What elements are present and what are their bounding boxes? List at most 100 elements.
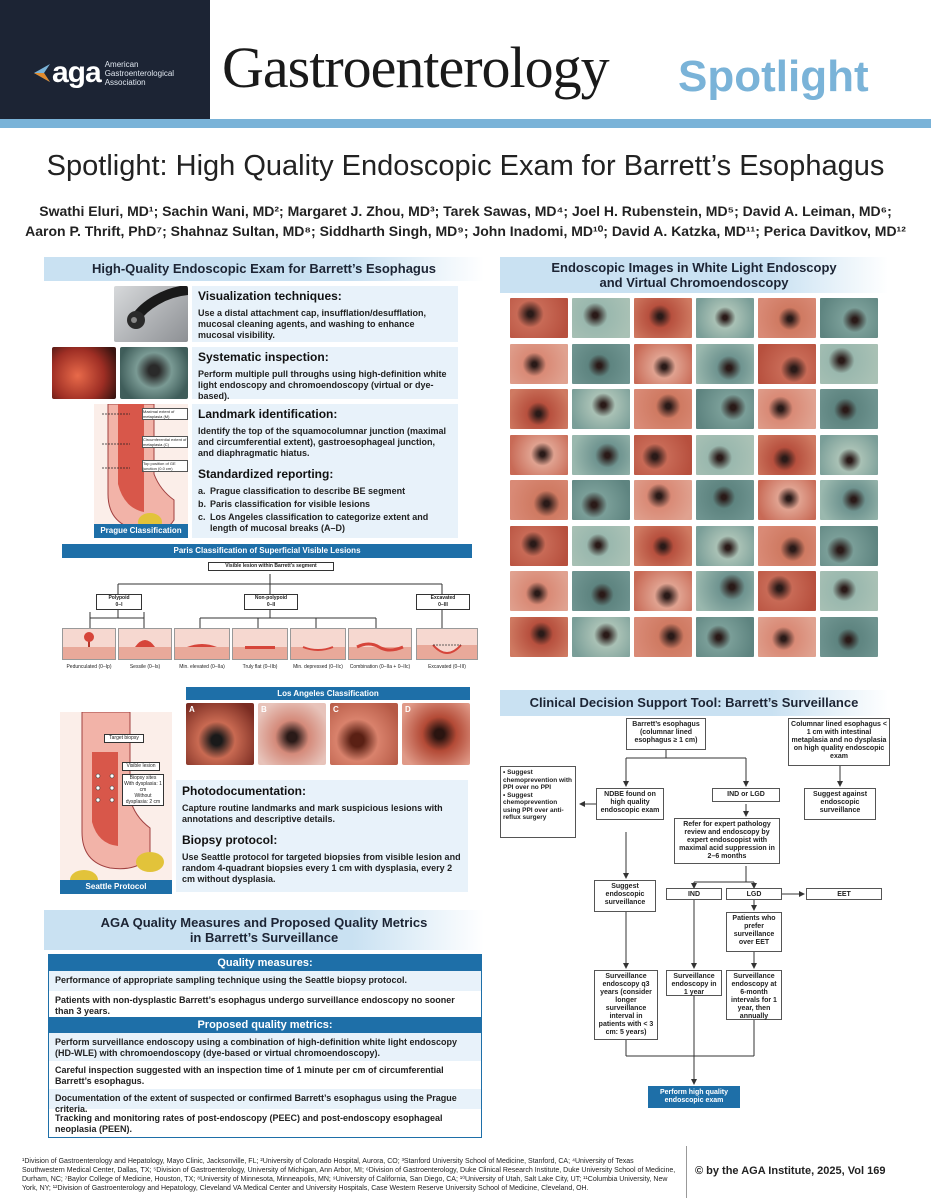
endoscopic-image: [696, 343, 754, 384]
lesion-icon: [175, 644, 229, 659]
paris-type-label: Truly flat (0–IIb): [242, 664, 278, 670]
endoscopic-image: [696, 389, 754, 429]
paris-tile-combination: [348, 628, 412, 660]
endoscopic-image: [820, 616, 878, 657]
endoscopic-image: [510, 616, 568, 657]
quality-banner: AGA Quality Measures and Proposed Qualit…: [44, 910, 484, 950]
inspection-box: Systematic inspection: Perform multiple …: [192, 347, 458, 401]
flow-refer: Refer for expert pathology review and en…: [674, 818, 780, 864]
logo-wordmark: aga: [52, 56, 102, 89]
seattle-label: Seattle Protocol: [60, 880, 172, 894]
la-title: Los Angeles Classification: [186, 687, 470, 700]
visualization-heading: Visualization techniques:: [198, 289, 342, 303]
flow-chemoprevention: • Suggest chemoprevention with PPI over …: [500, 766, 576, 838]
quality-metric-row: Careful inspection suggested with an ins…: [49, 1061, 481, 1089]
masthead-title: Gastroenterology: [222, 35, 610, 100]
affiliations: ¹Division of Gastroenterology and Hepato…: [22, 1158, 676, 1192]
endoscopic-image: [634, 343, 692, 384]
endoscopic-image: [820, 343, 878, 384]
visualization-text: Use a distal attachment cap, insufflatio…: [198, 308, 427, 340]
endoscopic-image: [634, 480, 692, 520]
quality-table: Quality measures: Performance of appropr…: [48, 954, 482, 1138]
left-section-banner: High-Quality Endoscopic Exam for Barrett…: [44, 257, 484, 281]
endoscopic-image: [820, 389, 878, 429]
paris-type-label: Excavated (0–III): [428, 664, 466, 670]
quality-metric-row: Documentation of the extent of suspected…: [49, 1089, 481, 1114]
prague-diagram: Maximal extent of metaplasia (M) Circumf…: [94, 403, 188, 538]
photodoc-text: Capture routine landmarks and mark suspi…: [182, 803, 443, 824]
endoscopic-image: [634, 389, 692, 429]
images-banner-line-1: Endoscopic Images in White Light Endosco…: [551, 260, 837, 275]
endoscopic-image: [634, 525, 692, 566]
endoscopic-image: [758, 434, 816, 475]
paris-type-label: Min. elevated (0–IIa): [179, 664, 225, 670]
endoscopic-image: [758, 480, 816, 520]
paris-tile-excavated: [416, 628, 478, 660]
visualization-box: Visualization techniques: Use a distal a…: [192, 286, 458, 342]
la-photo-a: A: [186, 703, 254, 765]
endoscopic-image: [510, 298, 568, 338]
flow-prefer: Patients who prefer surveillance over EE…: [726, 912, 782, 952]
endoscopic-image: [634, 571, 692, 611]
reporting-heading: Standardized reporting:: [198, 467, 334, 481]
masthead-accent: Spotlight: [678, 52, 869, 101]
authors-line-2: Aaron P. Thrift, PhD⁷; Shahnaz Sultan, M…: [25, 223, 906, 239]
inspection-photo-1: [52, 347, 116, 399]
endoscopic-image: [758, 571, 816, 611]
paris-title: Paris Classification of Superficial Visi…: [62, 544, 472, 558]
lesion-icon: [119, 640, 171, 659]
seattle-note-lesion: Visible lesion: [122, 762, 160, 771]
endoscopic-image: [510, 480, 568, 520]
endoscopic-image: [510, 343, 568, 384]
endoscope-icon: [127, 286, 188, 329]
inspection-photo-2: [120, 347, 188, 399]
reporting-item: b.Paris classification for visible lesio…: [198, 499, 371, 509]
reporting-item: a.Prague classification to describe BE s…: [198, 486, 406, 496]
endoscopic-image: [758, 525, 816, 566]
endoscopic-image: [758, 298, 816, 338]
paris-tile-min-depressed: [290, 628, 346, 660]
flow-be: Barrett’s esophagus (columnar lined esop…: [626, 718, 706, 750]
paris-type-label: Sessile (0–Is): [129, 664, 161, 670]
flow-lgd: LGD: [726, 888, 782, 900]
seattle-note-target: Target biopsy: [104, 734, 144, 743]
biopsy-heading: Biopsy protocol:: [182, 833, 278, 847]
images-banner: Endoscopic Images in White Light Endosco…: [500, 257, 888, 293]
lesion-icon: [349, 642, 411, 659]
paris-tile-flat: [232, 628, 288, 660]
lesion-icon: [63, 632, 115, 659]
endoscopic-image: [758, 616, 816, 657]
flowchart-arrows: [579, 748, 843, 1085]
images-banner-line-2: and Virtual Chromoendoscopy: [599, 275, 789, 290]
flow-ind: IND: [666, 888, 722, 900]
seattle-diagram: Target biopsy Visible lesion Biopsy site…: [60, 711, 172, 894]
endoscopic-image: [572, 343, 630, 384]
paris-tile-sessile: [118, 628, 172, 660]
lesion-icon: [417, 644, 477, 659]
endoscopic-image: [820, 298, 878, 338]
paris-type-label: Pedunculated (0–Ip): [66, 664, 112, 670]
endoscopic-image: [696, 480, 754, 520]
paris-type-label: Combination (0–IIa + 0–IIc): [349, 664, 411, 670]
page-title: Spotlight: High Quality Endoscopic Exam …: [46, 150, 885, 182]
quality-banner-line-1: AGA Quality Measures and Proposed Qualit…: [100, 915, 428, 930]
endoscopic-image: [634, 616, 692, 657]
landmark-heading: Landmark identification:: [198, 407, 338, 421]
reporting-item: c.Los Angeles classification to categori…: [198, 512, 429, 533]
endoscopic-image: [572, 571, 630, 611]
endoscopic-image: [572, 389, 630, 429]
landmark-text: Identify the top of the squamocolumnar j…: [198, 426, 447, 458]
copyright: © by the AGA Institute, 2025, Vol 169: [695, 1165, 886, 1177]
flow-suggest-surveillance: Suggest endoscopic surveillance: [594, 880, 656, 912]
flow-perform: Perform high quality endoscopic exam: [648, 1086, 740, 1108]
endoscope-cap-photo: [114, 286, 188, 342]
paris-root: Visible lesion within Barrett’s segment: [208, 562, 334, 571]
flow-ind-lgd: IND or LGD: [712, 788, 780, 802]
inspection-heading: Systematic inspection:: [198, 350, 329, 364]
endoscopic-image: [696, 616, 754, 657]
endoscopic-image: [696, 298, 754, 338]
